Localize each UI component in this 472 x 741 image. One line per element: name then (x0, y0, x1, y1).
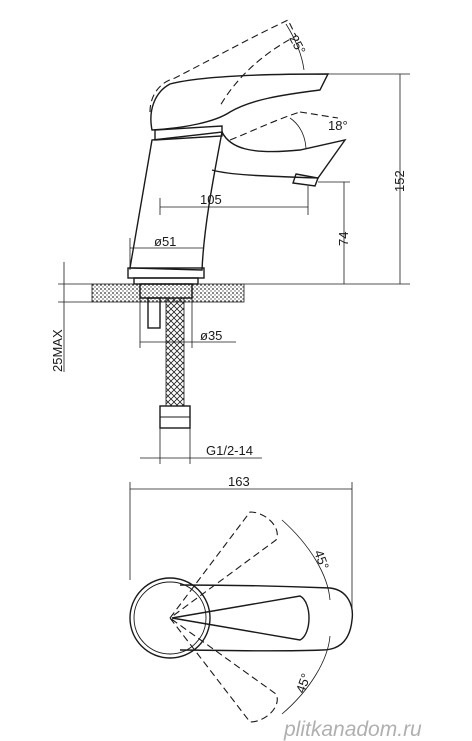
spout (211, 131, 347, 179)
top-lever-rotated-lower (169, 617, 278, 723)
top-base-inner-circle (133, 581, 207, 655)
dim-total-length-label: 163 (228, 474, 250, 489)
dim-base-diameter-label: ø51 (154, 234, 176, 249)
top-angle-arc-upper (281, 519, 331, 601)
top-lever-center (171, 595, 310, 641)
dim-reach-label: 105 (200, 192, 222, 207)
dim-thread-label: G1/2-14 (206, 443, 253, 458)
dim-max-thickness-label: 25MAX (50, 329, 65, 372)
spout-rotated-dashed (229, 111, 339, 141)
dim-spout-angle-label: 18° (328, 118, 348, 133)
spout-angle-arc (289, 117, 307, 149)
dim-angle-lower-label: 45° (293, 671, 314, 695)
dim-shank-diameter-label: ø35 (200, 328, 222, 343)
top-base-circle (129, 577, 211, 659)
flexible-hose (165, 297, 185, 407)
lever-angle-arc (285, 23, 305, 71)
aerator (292, 173, 319, 187)
top-spout-outline (179, 584, 354, 652)
base-ring (133, 277, 199, 285)
watermark-text: plitkanadom.ru (283, 718, 422, 741)
mounting-stud (147, 297, 161, 329)
top-angle-arc-lower (281, 635, 331, 715)
top-lever-rotated-upper (169, 511, 278, 619)
dim-total-height-label: 152 (392, 170, 407, 192)
dim-angle-upper-label: 45° (311, 548, 332, 572)
lever-base-cap (154, 125, 223, 141)
top-view: 163 45° 45° (129, 474, 354, 723)
lever-raised-dashed (149, 19, 297, 113)
side-view: 152 74 105 ø51 ø35 25MAX G1/2-14 25° 18° (50, 19, 410, 464)
dim-spout-height-label: 74 (336, 232, 351, 246)
dim-lever-angle-label: 25° (286, 32, 308, 56)
lever-handle (150, 73, 330, 131)
